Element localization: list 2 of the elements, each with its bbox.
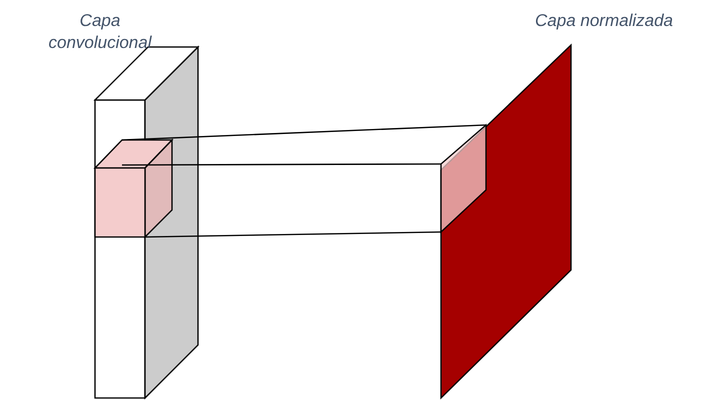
layer-caption: Capa convolucional [47,10,153,54]
layer-caption: Capa normalizada [534,10,674,32]
